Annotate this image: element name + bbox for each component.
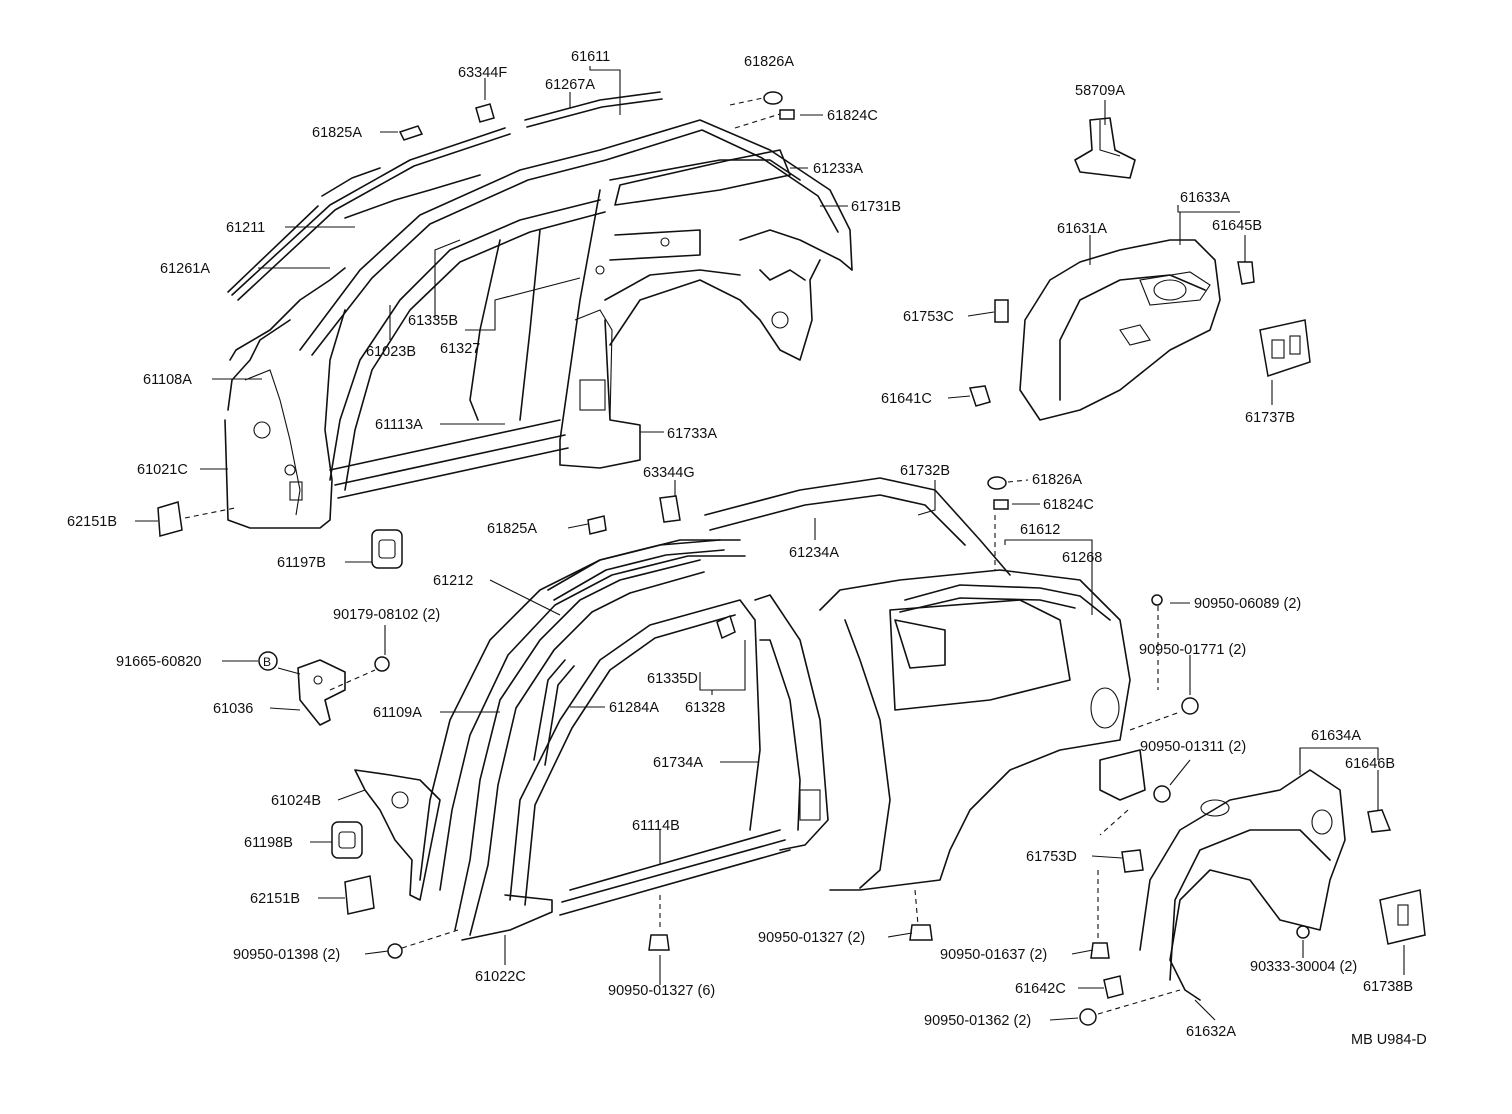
label-63344f: 63344F	[458, 65, 507, 81]
label-61197b: 61197B	[277, 555, 326, 571]
label-90179-08102: 90179-08102 (2)	[333, 607, 440, 623]
part-labels: 63344F 61611 61267A 61826A 61824C 58709A…	[67, 49, 1427, 1048]
label-61611: 61611	[571, 49, 610, 65]
label-61824c-top: 61824C	[827, 108, 878, 124]
label-61826a-top: 61826A	[744, 54, 794, 70]
upper-side-panel-drawing	[157, 91, 853, 569]
label-61731b: 61731B	[851, 199, 901, 215]
label-61328: 61328	[685, 700, 725, 716]
label-61612: 61612	[1020, 522, 1060, 538]
label-90950-01327-2: 90950-01327 (2)	[758, 930, 865, 946]
diagram-reference-code: MB U984-D	[1351, 1032, 1427, 1048]
label-61641c: 61641C	[881, 391, 932, 407]
label-61022c: 61022C	[475, 969, 526, 985]
label-61268: 61268	[1062, 550, 1102, 566]
label-61198b: 61198B	[244, 835, 293, 851]
label-61261a: 61261A	[160, 261, 210, 277]
label-61825a-top: 61825A	[312, 125, 362, 141]
label-61632a: 61632A	[1186, 1024, 1236, 1040]
upper-wheelhouse-drawing	[969, 117, 1311, 421]
label-61327: 61327	[440, 341, 480, 357]
label-61211: 61211	[226, 220, 265, 236]
lower-side-panel-drawing: B	[258, 476, 1426, 1026]
label-61114b: 61114B	[632, 818, 680, 834]
label-61212: 61212	[433, 573, 473, 589]
label-61024b: 61024B	[271, 793, 321, 809]
label-61108a: 61108A	[143, 372, 192, 388]
label-91665-60820: 91665-60820	[116, 654, 201, 670]
label-61113a: 61113A	[375, 417, 423, 433]
label-61737b: 61737B	[1245, 410, 1295, 426]
label-61267a: 61267A	[545, 77, 595, 93]
label-61734a: 61734A	[653, 755, 703, 771]
label-61036: 61036	[213, 701, 253, 717]
label-90950-01771: 90950-01771 (2)	[1139, 642, 1246, 658]
label-61335b: 61335B	[408, 313, 458, 329]
label-90950-01362: 90950-01362 (2)	[924, 1013, 1031, 1029]
label-90950-01311: 90950-01311 (2)	[1140, 739, 1246, 755]
label-61631a: 61631A	[1057, 221, 1107, 237]
label-61753d: 61753D	[1026, 849, 1077, 865]
label-61023b: 61023B	[366, 344, 416, 360]
label-90950-01327-6: 90950-01327 (6)	[608, 983, 715, 999]
label-90333-30004: 90333-30004 (2)	[1250, 959, 1357, 975]
label-61233a: 61233A	[813, 161, 863, 177]
label-61642c: 61642C	[1015, 981, 1066, 997]
label-61234a: 61234A	[789, 545, 839, 561]
leader-lines	[135, 66, 1405, 1021]
label-61732b: 61732B	[900, 463, 950, 479]
label-61021c: 61021C	[137, 462, 188, 478]
label-61738b: 61738B	[1363, 979, 1413, 995]
badge-b-icon: B	[263, 655, 271, 669]
label-62151b-top: 62151B	[67, 514, 117, 530]
label-90950-01398: 90950-01398 (2)	[233, 947, 340, 963]
label-61825a-mid: 61825A	[487, 521, 537, 537]
label-61824c-mid: 61824C	[1043, 497, 1094, 513]
label-90950-01637: 90950-01637 (2)	[940, 947, 1047, 963]
label-63344g: 63344G	[643, 465, 695, 481]
label-61645b: 61645B	[1212, 218, 1262, 234]
label-61634a: 61634A	[1311, 728, 1361, 744]
label-58709a: 58709A	[1075, 83, 1125, 99]
label-61753c: 61753C	[903, 309, 954, 325]
label-62151b-bot: 62151B	[250, 891, 300, 907]
label-61826a-mid: 61826A	[1032, 472, 1082, 488]
label-61284a: 61284A	[609, 700, 659, 716]
label-61633a: 61633A	[1180, 190, 1230, 206]
label-61646b: 61646B	[1345, 756, 1395, 772]
label-61109a: 61109A	[373, 705, 422, 721]
label-61335d: 61335D	[647, 671, 698, 687]
label-61733a: 61733A	[667, 426, 717, 442]
label-90950-06089: 90950-06089 (2)	[1194, 596, 1301, 612]
